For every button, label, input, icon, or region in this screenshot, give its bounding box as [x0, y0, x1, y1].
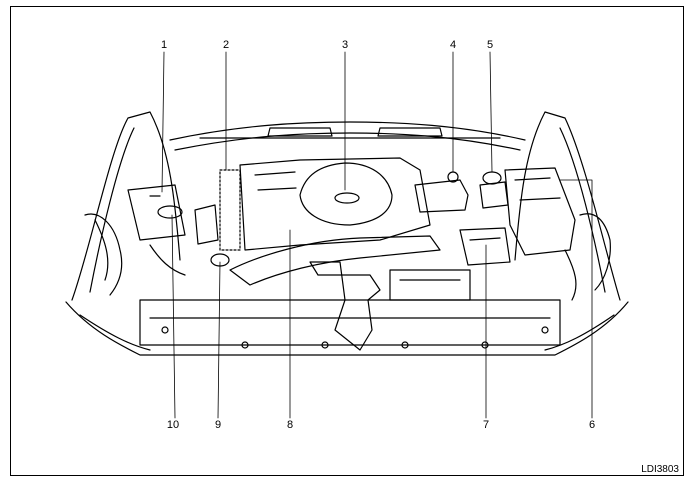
battery	[504, 167, 576, 256]
callout-5: 5	[486, 39, 494, 51]
brake-fluid-reservoir	[414, 171, 469, 213]
callout-1: 1	[160, 39, 168, 51]
body-outline	[65, 111, 629, 356]
callout-9: 9	[214, 419, 222, 431]
left-hoses	[84, 213, 186, 296]
fuse-box	[459, 227, 511, 266]
callout-4: 4	[449, 39, 457, 51]
coolant-reservoir	[479, 171, 509, 209]
engine-cover	[239, 157, 431, 251]
leader-lines	[161, 51, 593, 419]
callout-7: 7	[482, 419, 490, 431]
callout-6: 6	[588, 419, 596, 431]
washer-reservoir	[127, 184, 186, 241]
callout-8: 8	[286, 419, 294, 431]
oil-dipstick-area	[194, 169, 241, 267]
callout-3: 3	[341, 39, 349, 51]
air-intake-duct	[229, 235, 471, 351]
callout-2: 2	[222, 39, 230, 51]
callout-10: 10	[166, 419, 180, 431]
image-code-label: LDI3803	[640, 464, 680, 475]
radiator-support	[139, 299, 561, 349]
